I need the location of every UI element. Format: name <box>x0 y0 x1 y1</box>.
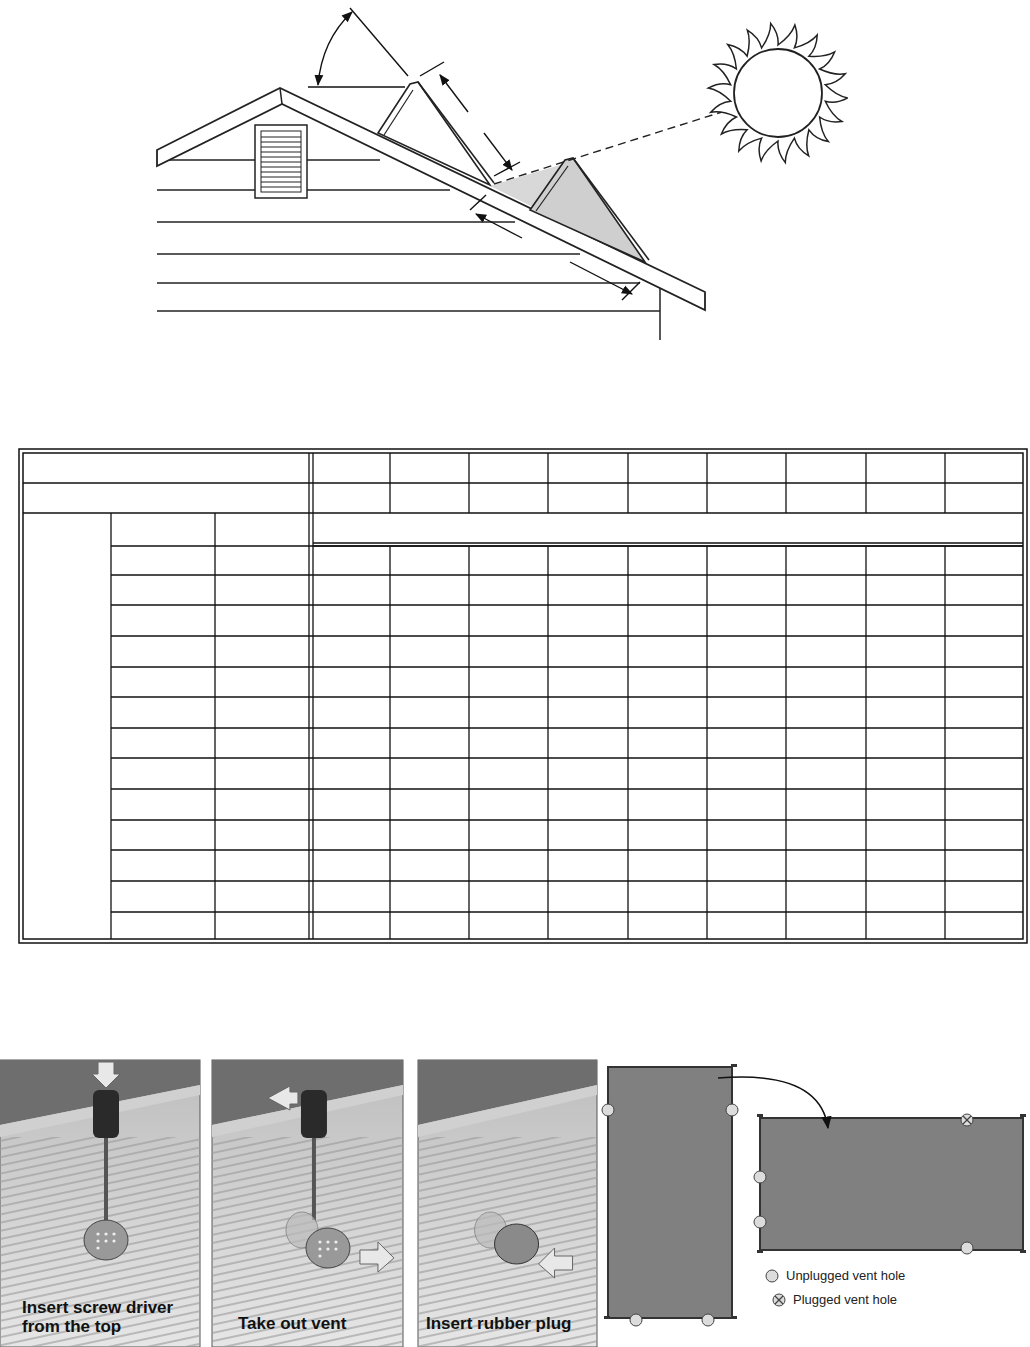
dimension-lines <box>420 62 640 300</box>
solar-collector <box>530 158 649 262</box>
legend-text: Plugged vent hole <box>793 1292 897 1308</box>
step-caption: Take out vent <box>238 1314 398 1333</box>
gable-vent <box>255 125 307 198</box>
sun <box>708 23 848 162</box>
legend-swatch <box>771 1292 787 1308</box>
empty-table <box>19 449 1027 943</box>
legend-text: Unplugged vent hole <box>786 1268 905 1284</box>
step-caption: Insert rubber plug <box>426 1314 592 1333</box>
step-caption: Insert screw driver from the top <box>22 1298 198 1336</box>
sun-ray <box>494 112 722 184</box>
photo-panels <box>0 1060 597 1347</box>
solar-collector <box>378 82 494 185</box>
legend-swatch <box>764 1268 780 1284</box>
vent-hole-diagram <box>602 1064 1026 1326</box>
tilt-angle <box>308 8 408 87</box>
